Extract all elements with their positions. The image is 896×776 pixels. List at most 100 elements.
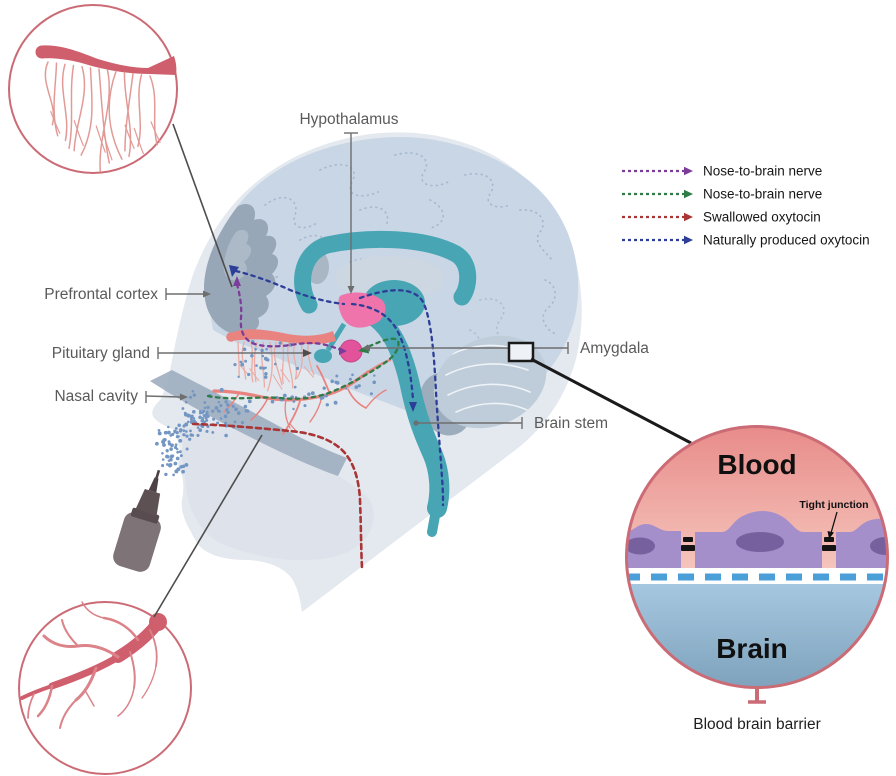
legend-label-1: Nose-to-brain nerve (703, 187, 822, 202)
rootlet (241, 341, 247, 380)
bbb-caption: Blood brain barrier (693, 716, 821, 733)
rootlet (250, 341, 254, 383)
nasal-vessel-tree (212, 358, 392, 435)
blood-label: Blood (717, 449, 796, 480)
rootlet (296, 342, 303, 380)
legend-label-0: Nose-to-brain nerve (703, 164, 822, 179)
svg-text:Pituitary gland: Pituitary gland (52, 345, 150, 362)
corpus-callosum (294, 230, 477, 314)
nasal-vasculature-inset (18, 601, 192, 775)
inset-bottom-connector-line (153, 434, 263, 618)
spray-plume-a (155, 425, 189, 477)
pituitary-stalk (325, 322, 347, 352)
svg-text:Prefrontal cortex: Prefrontal cortex (44, 286, 158, 303)
corpus-callosum-brainstem (294, 230, 477, 537)
rootlet (253, 341, 258, 383)
rootlet (307, 342, 315, 376)
olfactory-epithelium-inset (8, 4, 178, 174)
rootlet (80, 67, 93, 156)
brain-label: Brain (716, 633, 788, 664)
path-natural-oxytocin-to-prefrontal (234, 269, 346, 306)
bottle-nozzle-tip (155, 469, 161, 480)
rootlet (53, 62, 59, 137)
rootlet (137, 74, 143, 148)
cell-nucleus (627, 537, 655, 555)
pituitary-area-molecules (330, 373, 377, 396)
label-pituitary-gland: Pituitary gland (52, 345, 312, 362)
legend-arrow-green-icon (684, 189, 693, 199)
rootlet-fork (303, 366, 314, 378)
label-hypothalamus: Hypothalamus (299, 111, 399, 294)
purple-arrowhead-prefrontal (233, 276, 241, 286)
rootlet (98, 68, 111, 164)
blue-arrowhead-prefrontal (229, 265, 239, 277)
rootlet-fork (280, 369, 291, 383)
amygdala-zoom-box (507, 341, 535, 363)
rootlet (99, 69, 111, 173)
bbb-inset-connector-line (530, 357, 692, 445)
path-swallowed-oxytocin (191, 422, 364, 570)
legend-label-2: Swallowed oxytocin (703, 210, 821, 225)
svg-text:Brain stem: Brain stem (534, 415, 608, 432)
blue-arrowhead-brainstem (409, 402, 417, 412)
svg-text:Hypothalamus: Hypothalamus (299, 111, 398, 128)
rootlet (61, 63, 68, 142)
cell-nucleus (736, 532, 784, 552)
pathway-legend: Nose-to-brain nerve Nose-to-brain nerve … (622, 164, 870, 248)
hypothalamus-shape (338, 292, 386, 328)
rootlet (108, 70, 123, 160)
path-natural-oxytocin-spinal (358, 289, 445, 507)
face-inner-shade (175, 426, 374, 561)
legend-item-1: Nose-to-brain nerve (622, 187, 822, 202)
legend-label-3: Naturally produced oxytocin (703, 233, 870, 248)
rootlet-fork (124, 124, 135, 149)
blood-brain-barrier-inset: Blood Brain Tight junction Blood brain b… (625, 425, 889, 733)
brain-stem-shape (362, 305, 450, 518)
path-nose-to-brain-trigeminal (206, 337, 400, 400)
path-nose-to-brain-olfactory (235, 282, 345, 353)
tight-junctions (681, 537, 836, 551)
olfactory-inset-rootlets (44, 61, 161, 173)
bottle-collar (130, 507, 160, 524)
purple-arrowhead-amygdala (339, 347, 347, 355)
endothelial-cells (627, 511, 887, 568)
legend-arrow-purple-icon (684, 166, 693, 176)
legend-item-0: Nose-to-brain nerve (622, 164, 822, 179)
nasal-spray-bottle (113, 469, 161, 572)
bottle-cap (135, 488, 161, 516)
tight-junction-label: Tight junction (799, 499, 868, 511)
rootlet (68, 64, 75, 150)
legend-item-3: Naturally produced oxytocin (622, 233, 870, 248)
legend-arrow-red-icon (684, 212, 693, 222)
rootlet-fork (272, 374, 283, 390)
rootlet (123, 71, 132, 158)
rootlet (293, 342, 297, 380)
rootlet (237, 341, 240, 377)
legend-arrow-blue-icon (684, 235, 693, 245)
olfactory-nerve-bundle (226, 329, 336, 392)
rootlet-fork (102, 131, 113, 161)
label-prefrontal-cortex: Prefrontal cortex (44, 286, 211, 303)
rootlet (73, 65, 86, 152)
rootlet (149, 75, 158, 146)
tight-junction-pointer (830, 511, 838, 534)
anatomy-labels: Hypothalamus Prefrontal cortex Pituitary… (44, 111, 649, 432)
legend-item-2: Swallowed oxytocin (622, 210, 821, 225)
head-profile-illustration (42, 51, 582, 738)
path-natural-oxytocin-brainstem (350, 302, 415, 402)
label-nasal-cavity: Nasal cavity (54, 388, 188, 405)
nasal-bone-band (150, 370, 347, 476)
rootlet-fork (133, 127, 144, 155)
rootlet (287, 342, 294, 389)
inset-top-connector-line (172, 123, 233, 288)
rootlet-fork (73, 120, 84, 147)
rootlet (124, 72, 134, 152)
vasculature-inset-tree (20, 601, 167, 729)
label-brain-stem: Brain stem (413, 415, 608, 432)
svg-text:Nasal cavity: Nasal cavity (54, 388, 138, 405)
label-amygdala: Amygdala (362, 340, 649, 357)
bottle-body (113, 512, 161, 572)
bottle-nozzle (148, 477, 159, 493)
